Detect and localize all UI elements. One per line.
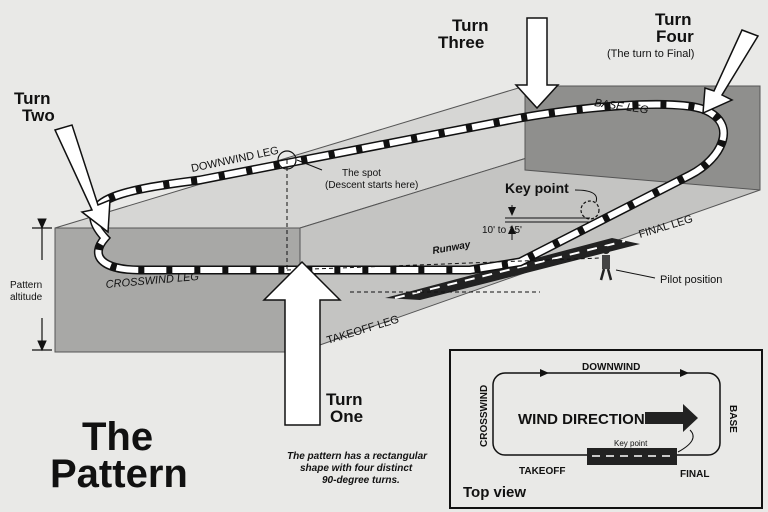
title-line-2: Pattern [50,452,188,496]
wind-direction-arrow [645,404,698,432]
turn-one-arrow [262,260,342,426]
turn-four-label-1: Turn [655,10,692,29]
title-line-1: The [82,415,153,459]
top-view-downwind: DOWNWIND [582,362,640,373]
top-view-final: FINAL [680,469,709,480]
pattern-altitude-label-1: Pattern [10,280,42,291]
spot-marker [277,150,297,170]
top-view-frame [449,349,763,509]
height-indicator [505,205,590,240]
turn-three-arrow [514,17,560,110]
turn-one-label-2: One [330,407,363,426]
top-view-key-point: Key point [614,439,648,448]
spot-label-1: The spot [342,168,381,179]
top-view-takeoff: TAKEOFF [519,466,565,477]
turn-two-arrow [53,124,111,234]
top-view-base: BASE [727,405,738,433]
top-view-wind-direction: WIND DIRECTION [518,411,645,428]
top-view-heading: Top view [463,484,526,501]
caption-line-2: shape with four distinct [300,463,413,474]
turn-three-label-1: Turn [452,16,489,35]
reference-lines [286,160,601,293]
turn-four-label-2: Four [656,27,694,46]
box-front-face [54,227,301,353]
top-view-crosswind: CROSSWIND [479,385,490,447]
turn-four-note: (The turn to Final) [607,48,694,60]
turn-one-label-1: Turn [326,390,363,409]
pilot-figure [599,246,656,281]
top-view-runway [587,448,677,465]
height-label: 10' to 15' [482,225,522,236]
caption-line-1: The pattern has a rectangular [287,451,428,462]
spot-label-2: (Descent starts here) [325,180,418,191]
turn-three-label-2: Three [438,33,484,52]
key-point-marker [580,200,600,220]
traffic-pattern-path [89,99,729,275]
turn-two-label-1: Turn [14,89,51,108]
turn-two-label-2: Two [22,106,55,125]
key-point-label: Key point [505,180,569,196]
turn-four-arrow [702,29,760,115]
pilot-position-label: Pilot position [660,274,722,286]
caption-line-3: 90-degree turns. [322,475,400,486]
pattern-altitude-label-2: altitude [10,292,43,303]
top-view-inset: DOWNWIND CROSSWIND BASE TAKEOFF FINAL WI… [449,349,763,509]
airspace-box [54,85,761,353]
altitude-bracket [32,218,52,352]
runway [385,238,640,300]
